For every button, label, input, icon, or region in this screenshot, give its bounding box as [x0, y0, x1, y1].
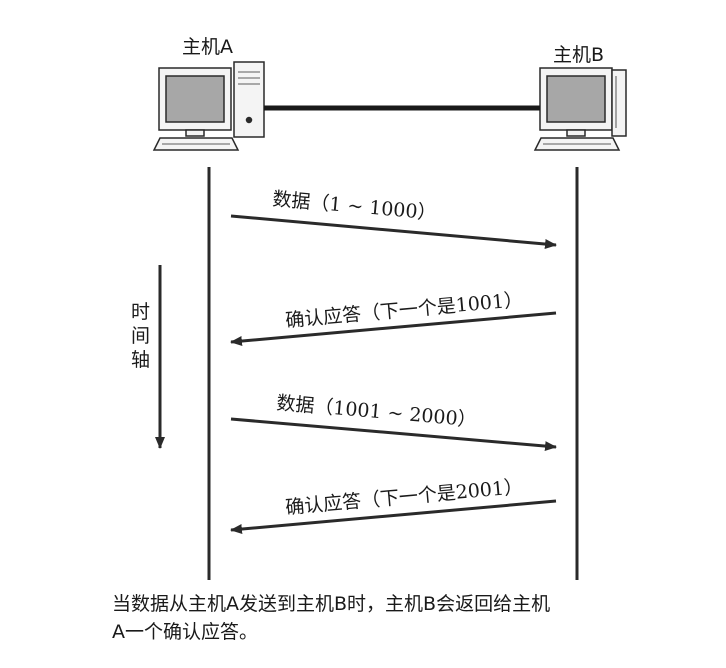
time-axis-char-1: 时 [131, 301, 150, 323]
time-axis-char-3: 轴 [131, 349, 150, 371]
host-b-label: 主机B [553, 44, 604, 66]
caption-line-2: A一个确认应答。 [112, 621, 258, 643]
host-b-computer-icon [535, 68, 626, 150]
message-label-4: 确认应答（下一个是2001） [284, 476, 523, 519]
figure-caption: 当数据从主机A发送到主机B时，主机B会返回给主机 A一个确认应答。 [112, 590, 672, 646]
host-a-label: 主机A [182, 36, 233, 58]
time-axis-char-2: 间 [131, 325, 150, 347]
caption-line-1: 当数据从主机A发送到主机B时，主机B会返回给主机 [112, 593, 550, 615]
message-label-1: 数据（1 ~ 1000） [272, 188, 438, 225]
host-a-computer-icon [154, 62, 264, 150]
